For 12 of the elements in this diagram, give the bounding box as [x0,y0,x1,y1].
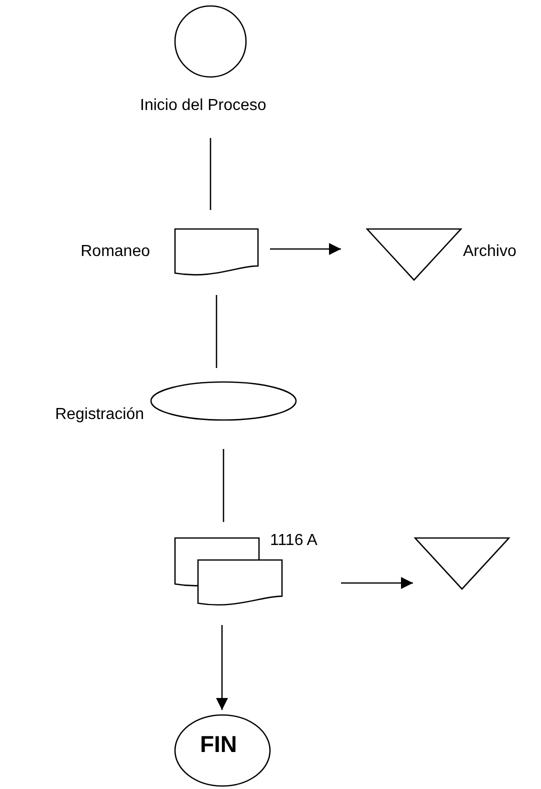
node-caption: Archivo [463,242,516,262]
connector-line [216,295,218,368]
arrow [216,625,228,710]
node-caption: Inicio del Proceso [140,96,266,116]
node-caption: Registración [55,405,144,425]
arrow [341,577,413,589]
node-caption: 1116 A [270,531,318,551]
connector-line [210,138,212,210]
node-label: FIN [200,733,238,756]
node-caption: Romaneo [80,242,150,262]
connector-line [222,449,224,522]
arrow [270,243,341,255]
